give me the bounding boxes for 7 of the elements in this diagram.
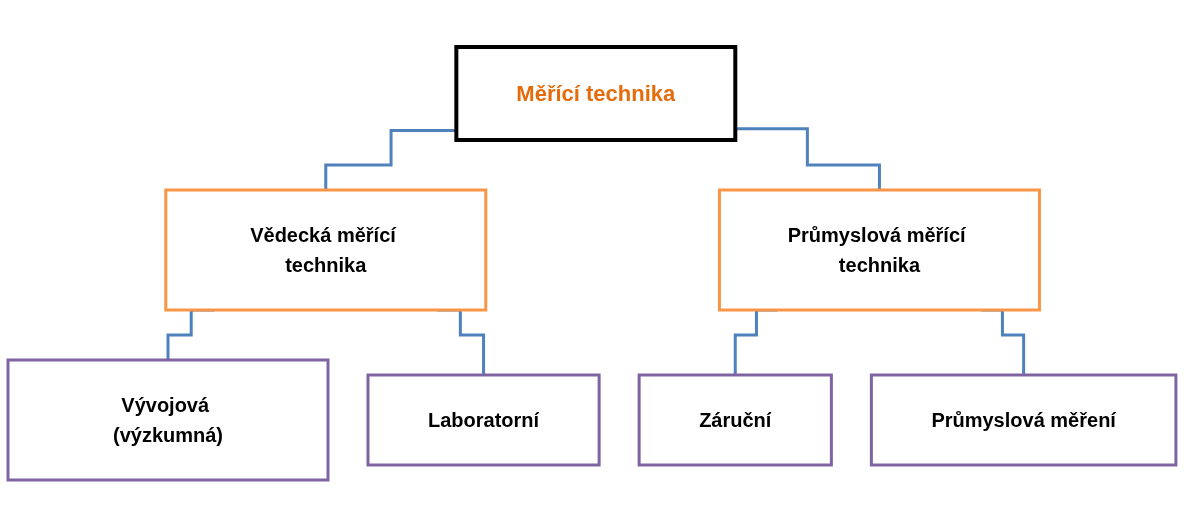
node-box: Měřící technika <box>454 45 738 142</box>
node-box: Vývojová (výzkumná) <box>6 358 330 482</box>
node-box: Průmyslová měřící technika <box>718 188 1041 312</box>
node-box: Průmyslová měření <box>869 373 1178 467</box>
node-box: Laboratorní <box>366 373 601 467</box>
node-box: Vědecká měřící technika <box>164 188 488 312</box>
node-box: Záruční <box>637 373 833 467</box>
